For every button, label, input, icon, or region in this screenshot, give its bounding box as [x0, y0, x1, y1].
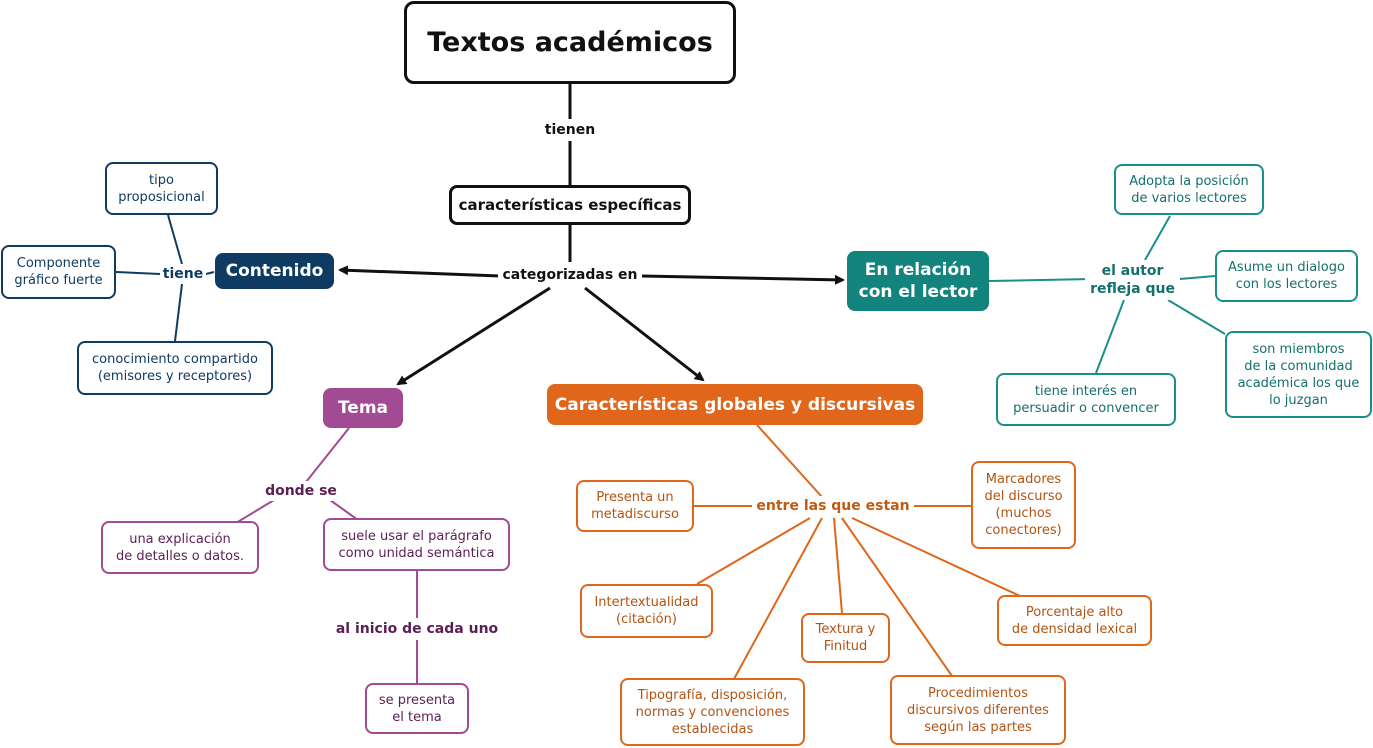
arrow-to-globales — [584, 286, 705, 382]
node-parrafo-unidad: suele usar el parágrafo como unidad semá… — [323, 518, 510, 571]
node-tema: Tema — [323, 388, 403, 428]
node-textura-finitud: Textura y Finitud — [801, 613, 890, 663]
node-componente-grafico: Componente gráfico fuerte — [1, 245, 116, 299]
link-label-donde-se: donde se — [258, 481, 344, 501]
node-asume-dialogo: Asume un dialogo con los lectores — [1215, 250, 1358, 302]
link-label-tienen: tienen — [540, 119, 600, 141]
link-label-al-inicio: al inicio de cada uno — [330, 619, 504, 639]
node-marcadores-discurso: Marcadores del discurso (muchos conector… — [971, 461, 1076, 549]
link-label-tiene: tiene — [160, 264, 206, 284]
node-miembros-comunidad: son miembros de la comunidad académica l… — [1225, 331, 1372, 418]
node-contenido: Contenido — [215, 253, 334, 289]
node-explicacion-detalles: una explicación de detalles o datos. — [101, 521, 259, 574]
link-label-categorizadas: categorizadas en — [498, 264, 642, 286]
node-caracteristicas-especificas: características específicas — [449, 185, 691, 225]
node-porcentaje-densidad: Porcentaje alto de densidad lexical — [997, 595, 1152, 646]
title-node: Textos académicos — [404, 1, 736, 84]
link-label-autor-refleja: el autor refleja que — [1085, 260, 1180, 300]
arrow-to-tema — [396, 286, 551, 386]
node-intertextualidad: Intertextualidad (citación) — [580, 584, 713, 638]
node-presenta-tema: se presenta el tema — [365, 683, 469, 734]
node-metadiscurso: Presenta un metadiscurso — [576, 480, 694, 532]
node-relacion-lector: En relación con el lector — [847, 251, 989, 311]
node-conocimiento-compartido: conocimiento compartido (emisores y rece… — [77, 341, 273, 395]
arrow-to-contenido — [338, 265, 501, 278]
node-tipografia: Tipografía, disposición, normas y conven… — [620, 678, 805, 746]
node-tipo-proposicional: tipo proposicional — [105, 162, 218, 215]
node-caracteristicas-globales: Características globales y discursivas — [547, 384, 923, 425]
node-procedimientos: Procedimientos discursivos diferentes se… — [890, 675, 1066, 745]
node-adopta-posicion: Adopta la posición de varios lectores — [1114, 164, 1264, 215]
link-label-entre-las-que: entre las que estan — [752, 496, 914, 516]
node-interes-persuadir: tiene interés en persuadir o convencer — [996, 373, 1176, 426]
arrow-to-lector — [641, 274, 845, 285]
